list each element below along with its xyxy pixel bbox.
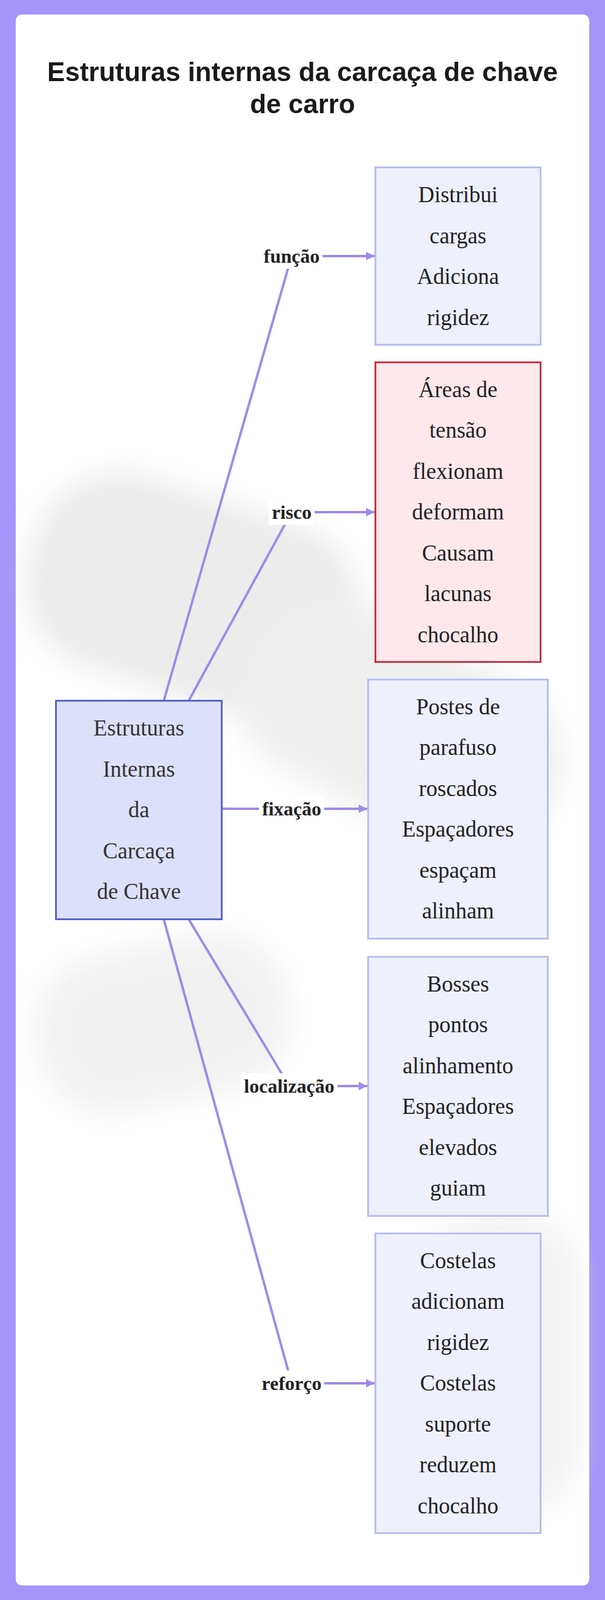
connector-arrow [163,919,375,1383]
edge-label: função [260,243,323,269]
node-text: Distribui cargas Adiciona rigidez [397,174,519,338]
edge-label: localização [240,1072,337,1099]
central-box: Estruturas Internas da Carcaça de Chave [55,699,223,920]
diagram-title: Estruturas internas da carcaça de chave … [36,55,569,120]
node-text: Bosses pontos alinhamento Espaçadores el… [397,963,519,1209]
edge-label: risco [268,499,315,525]
branch-box: Costelas adicionam rigidez Costelas supo… [374,1231,542,1534]
node-text: Postes de parafuso roscados Espaçadores … [397,686,519,932]
connector-arrow [189,919,368,1086]
node-text: Estruturas Internas da Carcaça de Chave [91,707,187,912]
connector-arrow [189,511,375,700]
branch-box: Bosses pontos alinhamento Espaçadores el… [367,955,549,1217]
connector-arrow [163,255,375,700]
edge-label: reforço [258,1369,325,1396]
branch-box: Distribui cargas Adiciona rigidez [374,166,542,346]
edge-label: fixação [258,795,325,821]
branch-box: Postes de parafuso roscados Espaçadores … [367,678,549,939]
node-text: Costelas adicionam rigidez Costelas supo… [397,1239,519,1526]
risk-box: Áreas de tensão flexionam deformam Causa… [374,361,542,664]
node-text: Áreas de tensão flexionam deformam Causa… [397,369,519,656]
